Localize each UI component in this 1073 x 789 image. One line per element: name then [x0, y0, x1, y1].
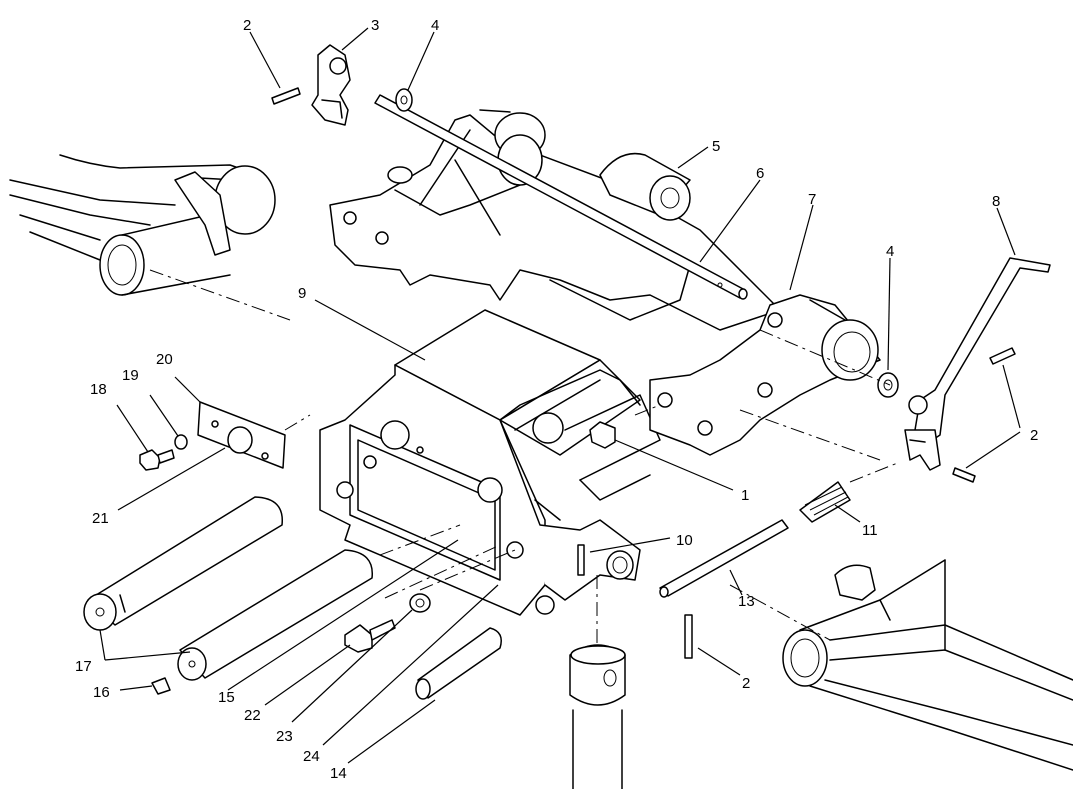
callout-10: 10 [676, 532, 693, 549]
callout-16: 16 [93, 684, 110, 701]
bolt-18 [139, 449, 175, 471]
left-mower-arm [9, 154, 291, 321]
lockwasher-23 [409, 593, 431, 613]
callout-2-top: 2 [243, 17, 251, 34]
shaft-17-lower [177, 549, 373, 681]
clevis-3 [311, 44, 351, 126]
washer-4-right [877, 372, 899, 398]
pin-2-right-lower [952, 467, 976, 483]
callout-14: 14 [330, 765, 347, 782]
bolt-1 [589, 421, 616, 449]
washer-19 [174, 434, 188, 450]
pin-2-top [271, 87, 301, 105]
rod-6 [374, 94, 748, 300]
callout-23: 23 [276, 728, 293, 745]
callout-5: 5 [712, 138, 720, 155]
callout-18: 18 [90, 381, 107, 398]
washer-4-top [395, 88, 413, 112]
callout-2-bottom: 2 [742, 675, 750, 692]
callout-22: 22 [244, 707, 261, 724]
centerline-plate [284, 414, 311, 431]
cylinder-end [569, 575, 626, 789]
pin-2-right-upper [989, 347, 1016, 365]
callout-1: 1 [741, 487, 749, 504]
callout-8: 8 [992, 193, 1000, 210]
callout-19: 19 [122, 367, 139, 384]
main-frame [319, 309, 661, 616]
spring-11 [799, 481, 851, 523]
callout-4-top: 4 [431, 17, 439, 34]
callout-24: 24 [303, 748, 320, 765]
callout-4-right: 4 [886, 243, 894, 260]
callout-3: 3 [371, 17, 379, 34]
callout-11: 11 [862, 522, 878, 539]
pivot-arm-bracket [329, 109, 881, 456]
roll-pin-10 [577, 544, 585, 576]
roller-5 [599, 152, 691, 221]
callout-17: 17 [75, 658, 92, 675]
lever-8 [904, 257, 1051, 471]
callout-9: 9 [298, 285, 306, 302]
callout-20: 20 [156, 351, 173, 368]
grease-fitting-16 [151, 677, 171, 695]
right-mower-arm [729, 559, 1073, 771]
callout-6: 6 [756, 165, 764, 182]
leader-lines [99, 27, 1021, 764]
centerlines [379, 329, 901, 599]
shaft-17-upper [83, 496, 283, 631]
bolt-22 [344, 619, 396, 653]
bushing-14 [415, 627, 502, 700]
callout-13: 13 [738, 593, 755, 610]
callout-15: 15 [218, 689, 235, 706]
callout-7: 7 [808, 191, 816, 208]
rod-13 [659, 519, 789, 598]
callout-labels: 2 3 4 5 6 7 8 4 9 2 1 10 11 13 2 18 19 2… [75, 17, 1038, 782]
callout-2-right: 2 [1030, 427, 1038, 444]
plate-20 [197, 401, 286, 469]
pin-2-bottom [684, 614, 693, 659]
callout-21: 21 [92, 510, 109, 527]
